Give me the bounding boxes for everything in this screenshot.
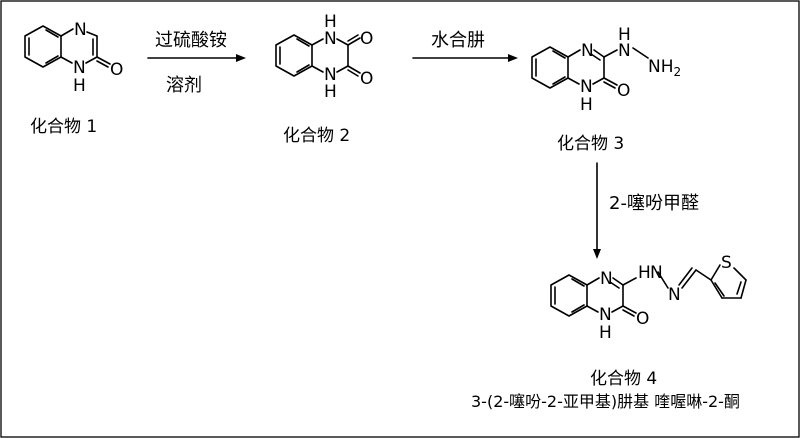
c2-bottom-h: H bbox=[324, 82, 337, 102]
c2-bottom-o: O bbox=[360, 69, 373, 89]
c3-nh2-label: NH2 bbox=[648, 57, 681, 79]
arrowhead-step2 bbox=[508, 54, 518, 62]
caption-compound-1: 化合物 1 bbox=[30, 117, 97, 137]
compound-2-structure bbox=[275, 34, 361, 77]
c2-bottom-n: N bbox=[324, 65, 337, 85]
reagent-thiophene-carbaldehyde: 2-噻吩甲醛 bbox=[609, 193, 699, 214]
arrowhead-step1 bbox=[236, 54, 246, 62]
compound-1-structure bbox=[24, 25, 111, 68]
reagent-solvent: 溶剂 bbox=[166, 75, 202, 96]
c4-ring-n: N bbox=[600, 269, 613, 289]
arrowhead-step3 bbox=[593, 249, 601, 259]
c4-thiophene-s: S bbox=[721, 253, 732, 273]
c3-ring-n: N bbox=[581, 41, 594, 61]
c2-top-n: N bbox=[324, 29, 337, 49]
c4-carbonyl-o: O bbox=[636, 309, 649, 329]
c1-nh-n: N bbox=[73, 58, 86, 78]
c3-nh-n: N bbox=[580, 77, 593, 97]
caption-compound-3: 化合物 3 bbox=[557, 134, 624, 154]
compound-4-name: 3-(2-噻吩-2-亚甲基)肼基 喹喔啉-2-酮 bbox=[471, 392, 740, 411]
c4-hydrazone-h: H bbox=[638, 263, 651, 283]
c1-ring-n: N bbox=[74, 20, 87, 40]
compound-3-structure bbox=[531, 46, 649, 89]
c3-hydrazine-n: N bbox=[618, 41, 631, 61]
c3-hydrazine-h: H bbox=[618, 25, 631, 45]
c2-top-o: O bbox=[360, 29, 373, 49]
c2-top-h: H bbox=[324, 12, 337, 32]
c3-carbonyl-o: O bbox=[617, 81, 630, 101]
c4-hydrazone-n2: N bbox=[668, 285, 681, 305]
c3-nh-h: H bbox=[580, 95, 593, 115]
compound-4-structure bbox=[550, 264, 747, 317]
c4-hydrazone-n1: N bbox=[650, 263, 663, 283]
c1-nh-h: H bbox=[73, 76, 86, 96]
c4-nh-h: H bbox=[599, 323, 612, 343]
caption-compound-4: 化合物 4 bbox=[590, 369, 657, 389]
c1-carbonyl-o: O bbox=[110, 60, 123, 80]
c4-nh-n: N bbox=[599, 305, 612, 325]
caption-compound-2: 化合物 2 bbox=[283, 126, 350, 146]
reagent-hydrazine-hydrate: 水合肼 bbox=[431, 30, 485, 51]
reagent-ammonium-persulfate: 过硫酸铵 bbox=[155, 30, 227, 51]
